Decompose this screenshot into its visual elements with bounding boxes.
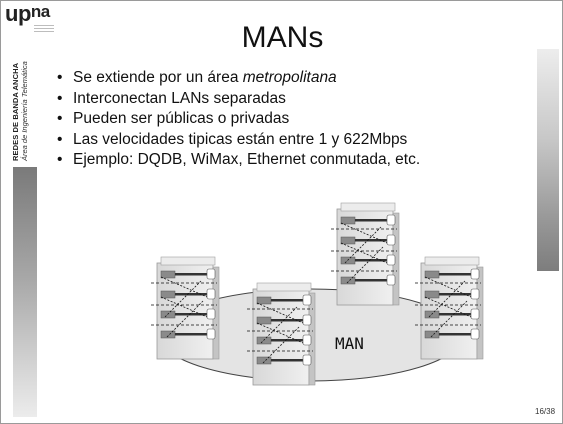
bullet-dot: • [57, 110, 63, 127]
bullet-text: Las velocidades tipicas están entre 1 y … [73, 130, 408, 148]
lan-rack [415, 256, 484, 360]
bullet-text: Pueden ser públicas o privadas [73, 110, 290, 127]
bullet-item: • Ejemplo: DQDB, WiMax, Ethernet conmutad… [53, 150, 420, 171]
logo-text-sup: na [30, 2, 50, 21]
course-caption-subtitle: Área de Ingeniería Telemática [20, 61, 29, 161]
lan-rack [331, 202, 400, 306]
bullet-text: Ejemplo: DQDB, WiMax, Ethernet conmutada… [73, 151, 421, 168]
page-number: 16/38 [535, 407, 556, 416]
logo-underline [34, 25, 54, 35]
bullet-dot: • [57, 89, 63, 107]
bullet-text: Interconectan LANs separadas [73, 89, 286, 107]
bullet-dot: • [57, 130, 63, 148]
bullet-item: • Se extiende por un área metropolitana [53, 68, 420, 89]
logo-text-main: up [5, 1, 31, 26]
bullet-emphasis: metropolitana [242, 69, 337, 86]
left-gradient-bar [13, 167, 37, 417]
bullet-dot: • [57, 151, 63, 168]
man-label: MAN [335, 334, 364, 353]
bullet-item: • Las velocidades tipicas están entre 1 y… [53, 130, 420, 151]
slide-title: MANs [241, 21, 324, 54]
man-diagram: MAN [151, 202, 484, 386]
bullet-list: • Se extiende por un área metropolitana •… [53, 68, 420, 171]
bullet-item: • Pueden ser públicas o privadas [53, 109, 420, 130]
right-gradient-bar [537, 49, 559, 271]
lan-rack [247, 282, 316, 386]
lan-rack [151, 256, 220, 360]
course-caption-title: REDES DE BANDA ANCHA [11, 62, 20, 161]
bullet-item: • Interconectan LANs separadas [53, 89, 420, 110]
bullet-text: Se extiende por un área [73, 69, 243, 86]
course-caption: REDES DE BANDA ANCHA Área de Ingeniería … [11, 61, 29, 161]
upna-logo: upna [5, 1, 50, 26]
bullet-dot: • [57, 69, 63, 86]
